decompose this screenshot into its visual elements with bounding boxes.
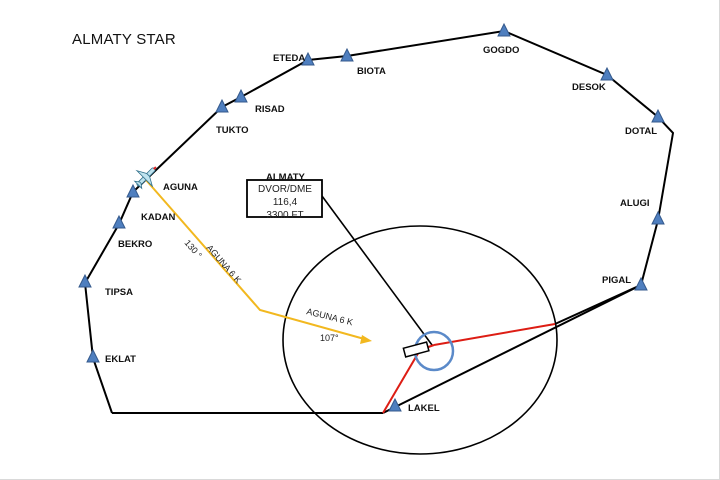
waypoint-label-risad: RISAD (255, 104, 285, 115)
waypoint-triangle-icon (234, 88, 248, 103)
station-frequency: 116,4 (273, 197, 298, 208)
waypoint-label-tipsa: TIPSA (105, 287, 133, 298)
arrival-path (145, 179, 369, 341)
terminal-area-ellipse (282, 225, 558, 455)
waypoint-triangle-icon (651, 210, 665, 225)
final-approach-east (433, 323, 556, 346)
waypoint-label-dotal: DOTAL (625, 126, 657, 137)
waypoint-triangle-icon (634, 276, 648, 291)
waypoint-label-kadan: KADAN (141, 212, 175, 223)
route-outline (83, 29, 675, 414)
waypoint-triangle-icon (497, 22, 511, 37)
station-altitude: 3300 FT (266, 210, 303, 221)
chart-title: ALMATY STAR (72, 31, 176, 48)
waypoint-label-gogdo: GOGDO (483, 45, 519, 56)
waypoint-triangle-icon (388, 397, 402, 412)
runway-icon (402, 341, 430, 358)
waypoint-label-aguna: AGUNA (163, 182, 198, 193)
waypoint-label-tukto: TUKTO (216, 125, 249, 136)
waypoint-triangle-icon (651, 108, 665, 123)
waypoint-markers (78, 22, 665, 412)
arrival-arrowhead (360, 335, 372, 344)
waypoint-triangle-icon (112, 214, 126, 229)
waypoint-label-desok: DESOK (572, 82, 606, 93)
waypoint-triangle-icon (340, 47, 354, 62)
waypoint-label-biota: BIOTA (357, 66, 386, 77)
waypoint-label-pigal: PIGAL (602, 275, 631, 286)
aircraft-icon (133, 166, 157, 190)
waypoint-triangle-icon (78, 273, 92, 288)
station-box (246, 179, 323, 218)
waypoint-triangle-icon (215, 98, 229, 113)
waypoint-triangle-icon (86, 348, 100, 363)
leg2-course: 107° (320, 333, 339, 343)
route-pigal-lakel (382, 284, 642, 414)
leg1-label: AGUNA 6 K (204, 243, 243, 285)
waypoint-label-bekro: BEKRO (118, 239, 152, 250)
waypoint-label-lakel: LAKEL (408, 403, 440, 414)
waypoint-label-alugi: ALUGI (620, 198, 650, 209)
waypoint-triangle-icon (126, 183, 140, 198)
station-name: ALMATY (266, 172, 306, 183)
waypoint-label-eklat: EKLAT (105, 354, 136, 365)
station-link-line (321, 195, 433, 346)
waypoint-label-eteda: ETEDA (273, 53, 305, 64)
station-type: DVOR/DME (258, 184, 312, 195)
waypoint-triangle-icon (600, 66, 614, 81)
waypoint-triangle-icon (301, 51, 315, 66)
